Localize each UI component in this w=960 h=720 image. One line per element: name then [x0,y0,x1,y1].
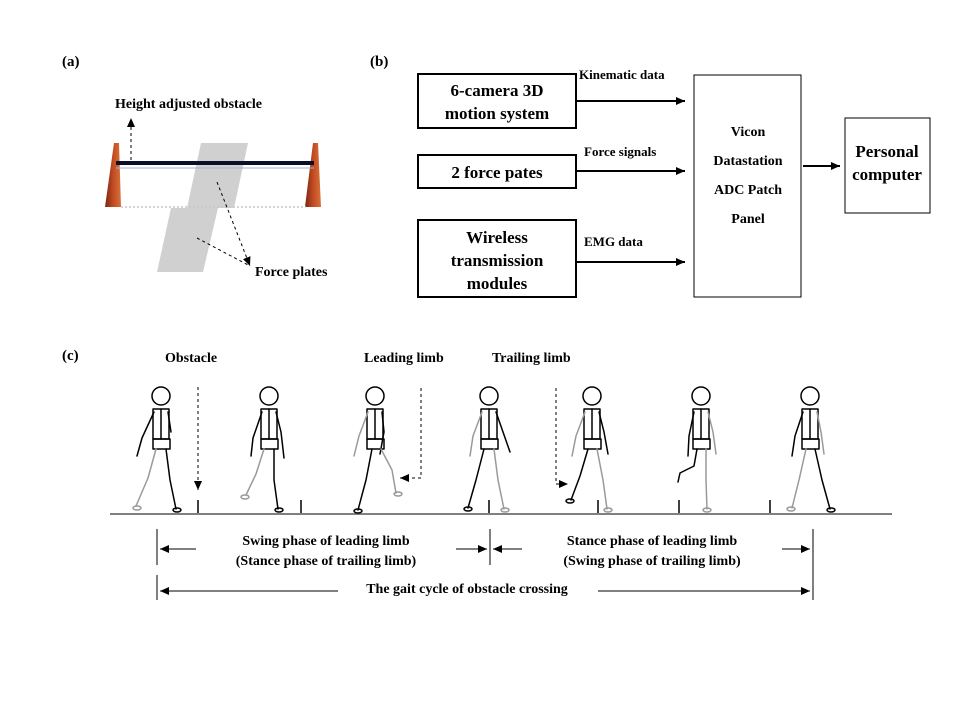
vicon-line-1: Vicon [731,125,766,140]
camera-box-line-2: motion system [445,104,549,123]
vicon-datastation-box [693,74,802,298]
vicon-line-4: Panel [731,212,765,227]
panel-b-tag: (b) [370,54,388,70]
emg-label: EMG data [584,234,643,249]
personal-computer-box [844,117,931,214]
walker-6 [677,386,717,513]
vicon-line-3: ADC Patch [714,183,782,198]
force-box-label: 2 force pates [451,163,543,182]
trailing-limb-pointer [555,388,568,488]
obstacle-text: Obstacle [165,351,217,366]
obstacle-post-right [305,143,321,207]
force-plate-arrow-2 [196,237,251,267]
trailing-limb-text: Trailing limb [492,351,571,366]
wireless-modules-box [417,219,577,298]
leading-limb-pointer [400,388,422,482]
swing-trailing-label: (Swing phase of trailing limb) [563,554,741,569]
panel-a: (a) Height adjusted obstacle Force plate… [62,54,328,280]
stance-leading-label: Stance phase of leading limb [567,534,738,549]
walker-figures [132,386,836,514]
panel-c-tag: (c) [62,348,79,364]
obstacle-label: Height adjusted obstacle [115,97,262,112]
obstacle-post-left [105,143,121,207]
panel-c: (c) Obstacle Leading limb Trailing limb [62,348,892,600]
camera-box-line-1: 6-camera 3D [451,81,544,100]
kinematic-label: Kinematic data [579,67,665,82]
wireless-box-line-3: modules [467,274,528,293]
walker-1 [132,386,182,513]
vicon-line-2: Datastation [713,154,782,169]
pc-line-1: Personal [855,142,919,161]
wireless-box-line-1: Wireless [466,228,528,247]
walker-5 [565,386,613,513]
phase-brackets [156,529,814,600]
pc-line-2: computer [852,165,922,184]
panel-a-tag: (a) [62,54,80,70]
walker-4 [463,386,511,513]
walker-3 [353,386,403,514]
swing-leading-label: Swing phase of leading limb [242,534,409,549]
force-plate-front [187,143,248,208]
wireless-box-line-2: transmission [451,251,544,270]
force-plates-label: Force plates [255,265,328,280]
force-plate-back [157,208,218,272]
panel-b: (b) 6-camera 3D motion system 2 force pa… [370,54,931,298]
stance-trailing-label: (Stance phase of trailing limb) [236,554,417,569]
gait-cycle-label: The gait cycle of obstacle crossing [366,582,568,597]
walker-7 [786,386,836,513]
leading-limb-text: Leading limb [364,351,444,366]
walker-2 [240,386,285,513]
force-signals-label: Force signals [584,144,656,159]
obstacle-markers [197,500,771,513]
camera-system-box [417,73,577,129]
